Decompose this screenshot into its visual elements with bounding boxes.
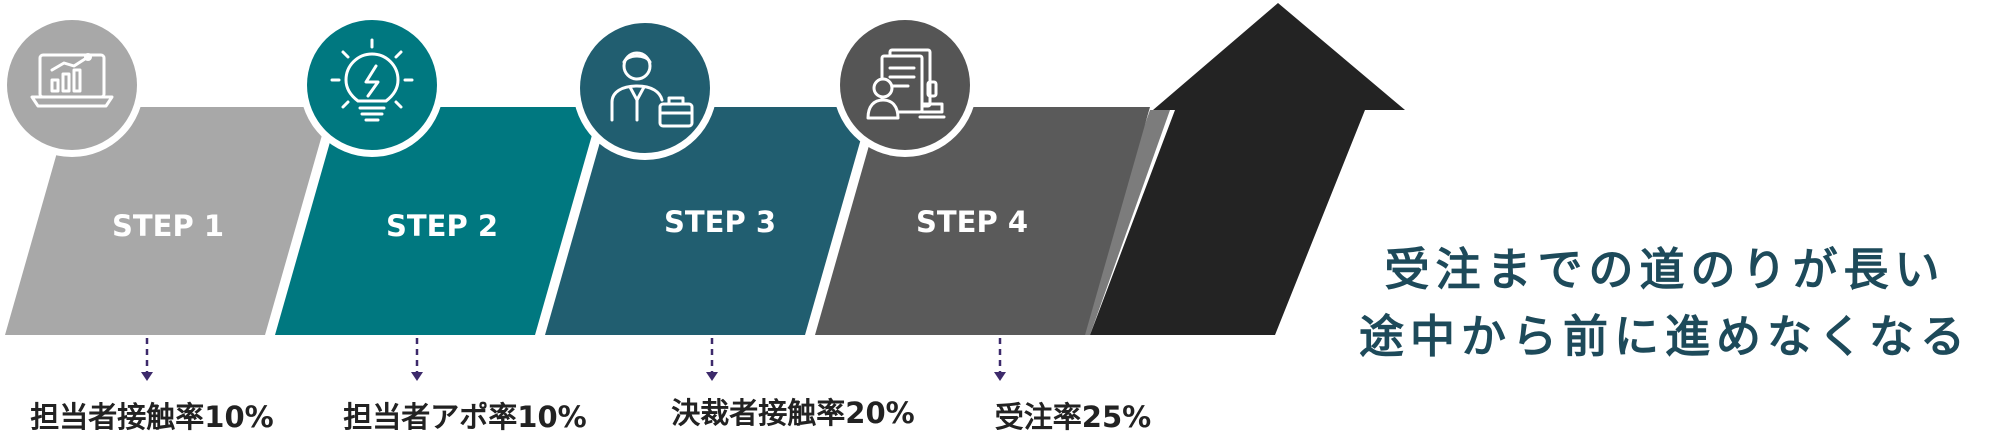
step-2-metric: 担当者アポ率10% bbox=[343, 400, 586, 434]
step-3-icon-badge bbox=[573, 16, 717, 160]
arrowhead-step-4 bbox=[994, 372, 1006, 381]
message-line-2: 途中から前に進めなくなる bbox=[1359, 310, 1971, 363]
arrowhead-step-1 bbox=[141, 372, 153, 381]
lightbulb-icon bbox=[330, 38, 414, 122]
laptop-chart-icon bbox=[30, 53, 114, 108]
step-1-icon-badge bbox=[0, 13, 144, 157]
step-1-panel bbox=[5, 107, 330, 335]
step-2-label: STEP 2 bbox=[386, 209, 498, 243]
step-1-metric: 担当者接触率10% bbox=[30, 400, 273, 434]
step-3-label: STEP 3 bbox=[664, 205, 776, 239]
step-2-icon-badge bbox=[300, 13, 444, 157]
step-2-panel bbox=[275, 107, 600, 335]
arrow-head bbox=[1153, 3, 1405, 110]
connector-arrowheads bbox=[141, 372, 1006, 381]
arrowhead-step-2 bbox=[411, 372, 423, 381]
arrowhead-step-3 bbox=[706, 372, 718, 381]
businessperson-icon bbox=[610, 51, 694, 128]
step-1-label: STEP 1 bbox=[112, 209, 224, 243]
step-3-panel bbox=[545, 107, 870, 335]
step-4-icon-badge bbox=[833, 13, 977, 157]
step-4-panel bbox=[815, 107, 1150, 335]
step-3: STEP 3 bbox=[545, 107, 870, 335]
connectors bbox=[145, 338, 1002, 372]
documents-stamp-icon bbox=[866, 48, 946, 120]
step-4: STEP 4 bbox=[815, 107, 1150, 335]
step-4-label: STEP 4 bbox=[916, 205, 1028, 239]
step-3-metric: 決裁者接触率20% bbox=[671, 396, 914, 430]
step-1: STEP 1 bbox=[5, 107, 330, 335]
arrow-body bbox=[1090, 110, 1365, 335]
step-2: STEP 2 bbox=[275, 107, 600, 335]
step-4-metric: 受注率25% bbox=[995, 400, 1151, 434]
message-line-1: 受注までの道のりが長い bbox=[1384, 243, 1945, 296]
